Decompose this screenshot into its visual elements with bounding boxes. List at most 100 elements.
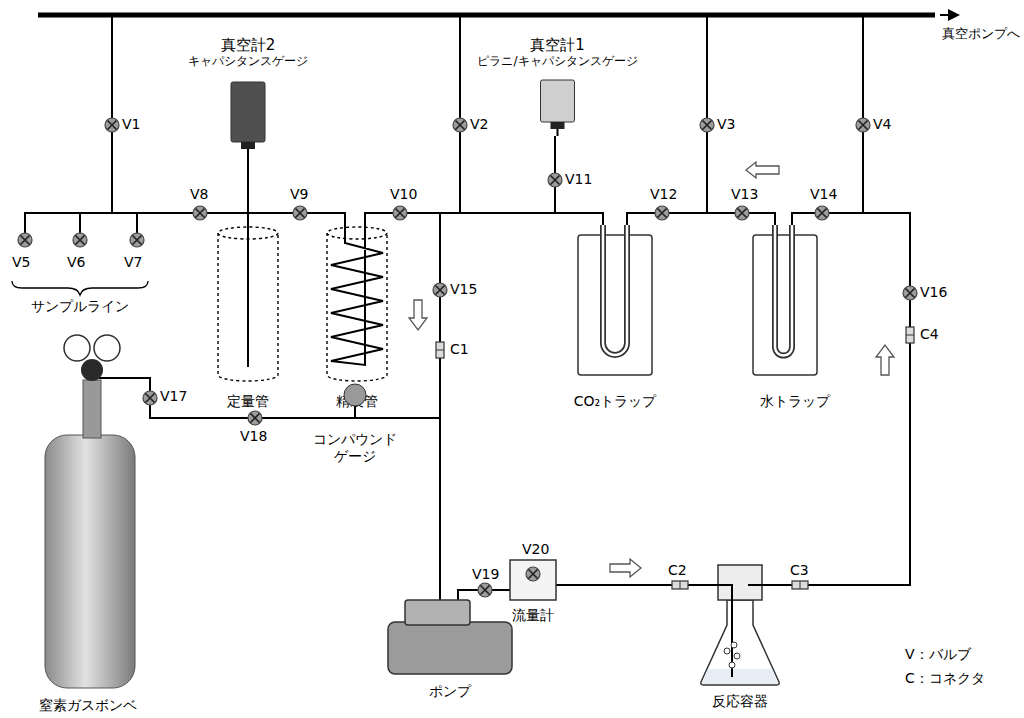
drawing-part bbox=[906, 327, 914, 343]
drawing-part bbox=[672, 581, 688, 589]
part-label: V14 bbox=[810, 186, 837, 203]
cold-trap-shape bbox=[745, 225, 845, 410]
gas-cylinder: 窒素ガスボンベ bbox=[35, 330, 140, 714]
gas-cylinder-part bbox=[81, 359, 103, 381]
drawing-part bbox=[73, 233, 87, 247]
measuring-tube: 定量管 bbox=[215, 225, 281, 410]
drawing-part bbox=[38, 13, 935, 18]
node-text: 真空計1ピラニ/キャパシタンスゲージ bbox=[467, 36, 648, 68]
flow-meter: 流量計 bbox=[510, 560, 556, 624]
gas-cylinder-part bbox=[45, 435, 135, 688]
node-label: 流量計 bbox=[507, 607, 559, 624]
pump-part bbox=[405, 600, 470, 625]
drawing-part bbox=[193, 206, 207, 220]
sample-line-brace bbox=[12, 281, 148, 295]
node-sublabel: ピラニ/キャパシタンスゲージ bbox=[467, 54, 648, 68]
vacuum-gauge-part bbox=[557, 129, 559, 136]
cold-trap-part bbox=[775, 225, 792, 356]
node-text: CO₂トラップ bbox=[562, 393, 668, 410]
part-label: V6 bbox=[67, 254, 85, 271]
node-label: 窒素ガスボンベ bbox=[32, 697, 143, 714]
part-label: V5 bbox=[12, 254, 30, 271]
reaction-vessel: 反応容器 bbox=[700, 565, 780, 710]
drawing-part bbox=[433, 283, 447, 297]
part-label: C2 bbox=[668, 562, 687, 579]
drawing-part bbox=[18, 233, 32, 247]
node-label: CO₂トラップ bbox=[562, 393, 668, 410]
part-label: V1 bbox=[122, 116, 140, 133]
node-label: コンパウンド ゲージ bbox=[307, 431, 403, 465]
part-label: V7 bbox=[124, 254, 142, 271]
pipes bbox=[25, 15, 935, 418]
reaction-vessel-part bbox=[718, 565, 762, 600]
node-text: 窒素ガスボンベ bbox=[32, 697, 143, 714]
reaction-vessel-part bbox=[731, 642, 737, 648]
node-sublabel: キャパシタンスゲージ bbox=[170, 54, 326, 68]
node-label: 真空計1 bbox=[467, 36, 648, 54]
valves bbox=[18, 118, 917, 597]
node-label: 反応容器 bbox=[697, 693, 783, 710]
vacuum-gauge: 真空計2キャパシタンスゲージ bbox=[173, 36, 323, 160]
part-label: V10 bbox=[390, 186, 417, 203]
part-label: C4 bbox=[920, 326, 939, 343]
drawing-part bbox=[105, 118, 119, 132]
pipe bbox=[627, 213, 775, 225]
gas-cylinder-shape bbox=[35, 330, 140, 714]
part-label: V15 bbox=[450, 281, 477, 298]
drawing-part bbox=[610, 559, 641, 577]
vacuum-gauge-part bbox=[241, 142, 255, 149]
drawing-part bbox=[409, 300, 427, 330]
note-label: C：コネクタ bbox=[905, 670, 985, 687]
node-text: 真空計2キャパシタンスゲージ bbox=[170, 36, 326, 68]
drawing-part bbox=[856, 118, 870, 132]
part-label: V4 bbox=[873, 116, 891, 133]
reaction-vessel-part bbox=[724, 648, 730, 654]
node-label: 水トラップ bbox=[742, 393, 848, 410]
drawing-part bbox=[948, 9, 960, 21]
drawing-part bbox=[436, 342, 444, 358]
purification-tube-part bbox=[331, 225, 383, 365]
drawing-part bbox=[112, 17, 863, 213]
part-label: C3 bbox=[790, 562, 809, 579]
drawing-part bbox=[735, 206, 749, 220]
connectors bbox=[436, 327, 914, 589]
part-label: V11 bbox=[565, 171, 592, 188]
node-text: 反応容器 bbox=[697, 693, 783, 710]
vacuum-gauge: 真空計1ピラニ/キャパシタンスゲージ bbox=[470, 36, 645, 136]
gas-cylinder-part bbox=[94, 335, 120, 361]
note-label: サンプルライン bbox=[31, 298, 129, 315]
reaction-vessel-part bbox=[734, 653, 740, 659]
drawing-part bbox=[478, 583, 492, 597]
drawing-part bbox=[439, 213, 441, 418]
drawing-part bbox=[130, 233, 144, 247]
measuring-tube-shape bbox=[215, 225, 281, 410]
part-label: V16 bbox=[920, 284, 947, 301]
vacuum-gauge-part bbox=[551, 122, 565, 129]
drawing-part bbox=[746, 162, 779, 178]
node-label: ポンプ bbox=[385, 683, 515, 700]
node-label: 真空計2 bbox=[170, 36, 326, 54]
node-text: 水トラップ bbox=[742, 393, 848, 410]
cold-trap-shape bbox=[565, 225, 665, 410]
drawing-part bbox=[903, 286, 917, 300]
drawing-part bbox=[393, 206, 407, 220]
node-text: ポンプ bbox=[385, 683, 515, 700]
part-label: V3 bbox=[717, 116, 735, 133]
node-text: 流量計 bbox=[507, 607, 559, 624]
node-text: 定量管 bbox=[212, 393, 284, 410]
pipe bbox=[140, 378, 440, 600]
drawing-part bbox=[792, 581, 808, 589]
cold-trap-part bbox=[603, 225, 627, 355]
purification-tube-shape bbox=[322, 225, 392, 410]
measuring-tube-part bbox=[247, 225, 249, 367]
reaction-vessel-part bbox=[700, 585, 780, 677]
cold-trap-part bbox=[775, 225, 792, 356]
drawing-part bbox=[815, 206, 829, 220]
note-label: 真空ポンプへ bbox=[942, 26, 1020, 42]
cold-trap: CO₂トラップ bbox=[565, 225, 665, 410]
vacuum-gauge-part bbox=[231, 82, 265, 142]
part-label: V8 bbox=[190, 186, 208, 203]
part-label: V2 bbox=[470, 116, 488, 133]
flow-meter-part bbox=[526, 567, 540, 581]
